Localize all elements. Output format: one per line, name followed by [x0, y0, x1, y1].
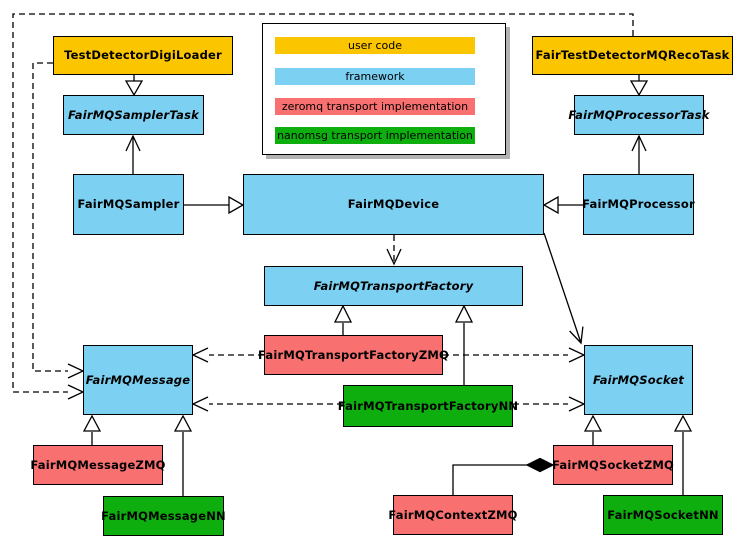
edge-transportfactorynn-to-transportfactory — [454, 304, 474, 385]
node-fairmqtransportfactorynn: FairMQTransportFactoryNN — [338, 385, 518, 427]
node-fairmqsocket: FairMQSocket — [584, 345, 693, 415]
edge-transportfactoryzmq-to-transportfactory — [333, 304, 353, 335]
legend-item-zeromq: zeromq transport implementation — [275, 98, 475, 115]
legend-label: framework — [345, 70, 405, 83]
legend-item-framework: framework — [275, 68, 475, 85]
edge-processor-to-device — [542, 195, 583, 215]
node-fairmqtransportfactory: FairMQTransportFactory — [264, 266, 523, 306]
node-fairtestdetectormqrecotask: FairTestDetectorMQRecoTask — [532, 36, 733, 75]
legend-label: user code — [347, 39, 403, 52]
node-fairmqsocketnn: FairMQSocketNN — [603, 495, 723, 535]
edge-socketzmq-to-socket — [583, 414, 603, 445]
edge-transportfactoryzmq-to-message — [191, 347, 264, 363]
edge-digiloader-to-samplertask — [124, 75, 144, 97]
edge-processor-to-processortask — [631, 134, 647, 174]
node-fairmqprocessor: FairMQProcessor — [582, 174, 695, 235]
node-fairmqsocketzmq: FairMQSocketZMQ — [552, 445, 674, 485]
node-fairmqmessagenn: FairMQMessageNN — [101, 496, 226, 536]
node-fairmqsampler: FairMQSampler — [73, 174, 184, 235]
edge-transportfactorynn-to-socket — [513, 396, 586, 412]
node-fairmqcontextzmq: FairMQContextZMQ — [388, 495, 517, 535]
edge-recotask-to-processortask — [629, 75, 649, 97]
legend: user code framework zeromq transport imp… — [262, 23, 506, 155]
edge-device-to-socket — [543, 232, 584, 345]
edge-sampler-to-device — [184, 195, 245, 215]
node-fairmqsamplertask: FairMQSamplerTask — [63, 95, 204, 135]
legend-item-nanomsg: nanomsg transport implementation — [275, 127, 475, 144]
node-fairmqdevice: FairMQDevice — [243, 174, 544, 235]
node-fairmqmessagezmq: FairMQMessageZMQ — [30, 445, 165, 485]
edge-messagezmq-to-message — [82, 414, 102, 445]
edge-transportfactorynn-to-message — [191, 396, 343, 412]
node-testdetectordigiloader: TestDetectorDigiLoader — [53, 36, 233, 75]
node-fairmqprocessortask: FairMQProcessorTask — [568, 95, 709, 135]
edge-socketnn-to-socket — [673, 414, 693, 495]
edge-contextzmq-to-socketzmq — [452, 457, 555, 495]
edge-sampler-to-samplertask — [125, 134, 141, 174]
legend-label: nanomsg transport implementation — [277, 129, 473, 142]
legend-item-user-code: user code — [275, 37, 475, 54]
edge-device-to-transportfactory — [386, 235, 402, 266]
node-fairmqtransportfactoryzmq: FairMQTransportFactoryZMQ — [258, 335, 449, 375]
legend-label: zeromq transport implementation — [281, 100, 469, 113]
edge-messagenn-to-message — [173, 414, 193, 496]
node-fairmqmessage: FairMQMessage — [83, 345, 193, 415]
